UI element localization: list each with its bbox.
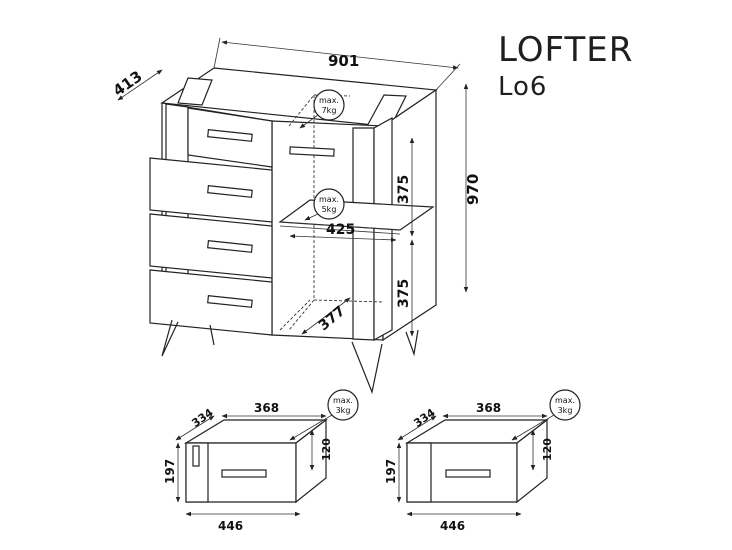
svg-text:197: 197 xyxy=(163,459,177,484)
right-strap-front xyxy=(352,127,375,341)
product-title: LOFTER xyxy=(498,30,634,70)
dim-height: 970 xyxy=(464,174,482,205)
handle-1 xyxy=(207,129,253,142)
svg-text:368: 368 xyxy=(476,401,501,415)
dim-shelf-width: 425 xyxy=(326,222,355,238)
svg-text:7kg: 7kg xyxy=(322,106,337,115)
svg-text:max.: max. xyxy=(333,396,353,405)
dim-shelf-upper: 375 xyxy=(396,175,412,204)
svg-text:197: 197 xyxy=(384,459,398,484)
dim-width: 901 xyxy=(328,52,359,70)
drawer-right: 368 334 197 120 446 max. 3kg xyxy=(384,389,581,533)
drawer-fronts xyxy=(149,107,335,336)
hairpin-legs xyxy=(161,319,419,395)
handle-3 xyxy=(207,240,253,253)
cabinet xyxy=(149,67,438,395)
svg-text:120: 120 xyxy=(320,438,333,461)
handle-2 xyxy=(207,185,253,198)
load-badge-shelf: max. 5kg xyxy=(304,188,345,221)
inner-back-left xyxy=(288,93,315,331)
svg-text:120: 120 xyxy=(541,438,554,461)
left-strap xyxy=(177,77,213,106)
svg-text:446: 446 xyxy=(440,519,465,533)
handle-4 xyxy=(207,295,253,308)
svg-text:max.: max. xyxy=(319,195,339,204)
svg-text:max.: max. xyxy=(319,96,339,105)
load-badge-top: max. 7kg xyxy=(299,89,345,129)
svg-text:3kg: 3kg xyxy=(558,406,573,415)
handle-door xyxy=(289,146,335,157)
dim-depth: 413 xyxy=(110,67,146,100)
svg-text:334: 334 xyxy=(189,406,216,430)
svg-text:max.: max. xyxy=(555,396,575,405)
svg-text:3kg: 3kg xyxy=(336,406,351,415)
drawer-left: 368 334 197 120 446 max. 3kg xyxy=(163,389,359,533)
svg-text:446: 446 xyxy=(218,519,243,533)
svg-text:368: 368 xyxy=(254,401,279,415)
svg-text:5kg: 5kg xyxy=(322,205,337,214)
model-code: Lo6 xyxy=(498,72,548,102)
dim-shelf-lower: 375 xyxy=(396,279,412,308)
